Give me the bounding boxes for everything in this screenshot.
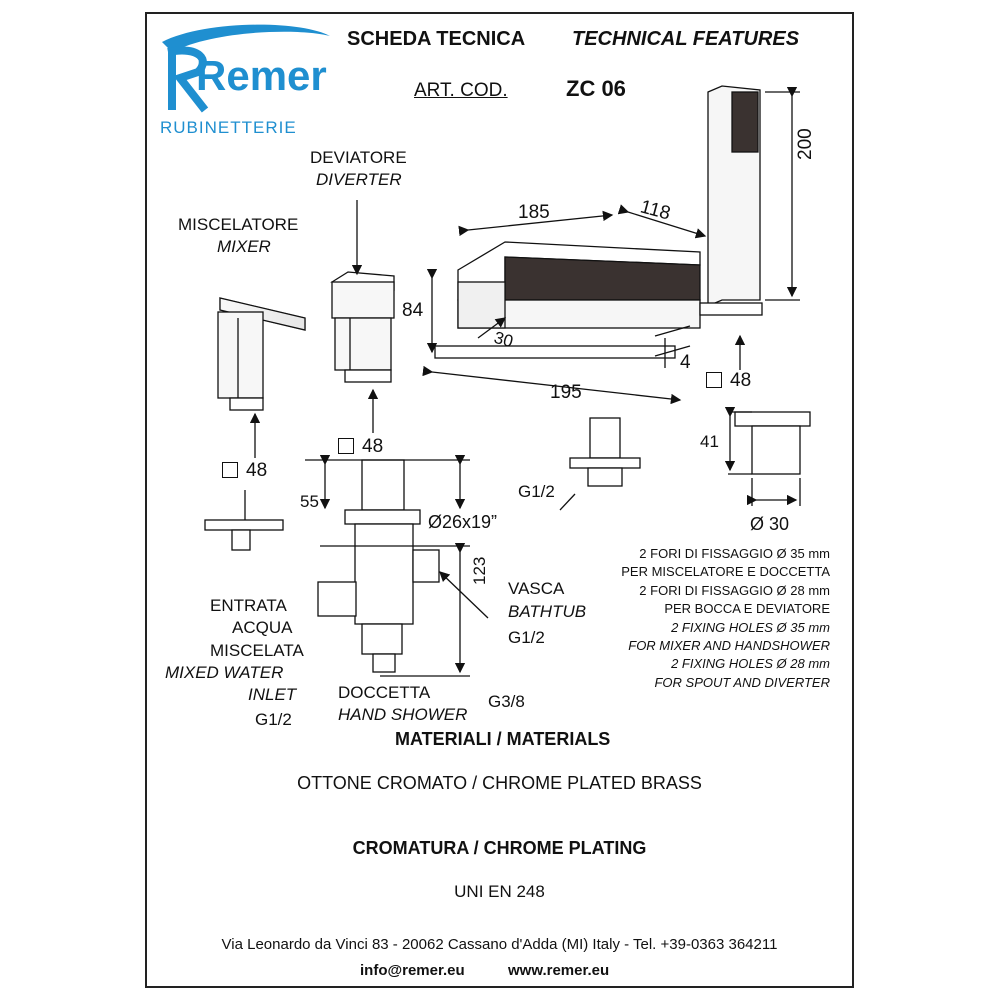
pipe-connection-drawing <box>734 411 811 475</box>
bathtub-en: BATHTUB <box>508 602 587 621</box>
plating-title: CROMATURA / CHROME PLATING <box>352 838 647 858</box>
brand-name: Remer <box>196 52 327 99</box>
diverter-label-it: DEVIATORE <box>310 148 407 167</box>
dim-spout-plate: 4 <box>680 352 691 373</box>
inlet-line-1: ENTRATA <box>210 596 287 615</box>
dim-diverter-thread: Ø26x19” <box>428 512 498 532</box>
mixer-label-en: MIXER <box>217 237 271 256</box>
plating-value: UNI EN 248 <box>454 882 545 901</box>
art-label: ART. COD. <box>414 80 508 101</box>
note-line: FOR SPOUT AND DIVERTER <box>654 674 830 690</box>
art-code: ZC 06 <box>566 76 626 101</box>
dim-sq-mixer: 48 <box>222 460 267 482</box>
dim-sq-diverter: 48 <box>338 436 383 458</box>
note-line: 2 FIXING HOLES Ø 35 mm <box>671 619 830 635</box>
dim-spout-width: 185 <box>518 202 550 223</box>
square-section-icon <box>222 462 238 478</box>
dim-pipe-diam: Ø 30 <box>750 514 790 534</box>
spout-connection-drawing <box>569 417 641 487</box>
inlet-thread: G1/2 <box>255 710 292 729</box>
footer-web[interactable]: www.remer.eu <box>508 962 610 979</box>
hand-shower-drawing <box>699 85 763 316</box>
dim-sq-spout: 48 <box>706 370 751 392</box>
inlet-en-2: INLET <box>248 685 297 704</box>
materials-value: OTTONE CROMATO / CHROME PLATED BRASS <box>297 773 702 793</box>
footer-address: Via Leonardo da Vinci 83 - 20062 Cassano… <box>221 936 778 953</box>
dim-spout-base: 195 <box>550 382 582 403</box>
mixer-drawing <box>217 297 306 411</box>
square-section-icon <box>338 438 354 454</box>
header-technical: TECHNICAL FEATURES <box>572 28 800 50</box>
dim-shower-height: 200 <box>795 128 816 160</box>
square-section-icon <box>706 372 722 388</box>
diverter-label-en: DIVERTER <box>316 170 402 189</box>
note-line: PER BOCCA E DEVIATORE <box>664 601 830 617</box>
shower-thread: G3/8 <box>488 692 525 711</box>
brand-subtitle: RUBINETTERIE <box>160 118 297 137</box>
remer-logo <box>162 24 330 113</box>
dim-spout-height: 84 <box>402 300 424 321</box>
bathtub-it: VASCA <box>508 579 565 598</box>
materials-title: MATERIALI / MATERIALS <box>395 729 611 749</box>
bathtub-thread: G1/2 <box>508 628 545 647</box>
shower-en: HAND SHOWER <box>338 705 468 724</box>
shower-it: DOCCETTA <box>338 683 431 702</box>
diverter-drawing <box>330 271 395 383</box>
note-line: 2 FORI DI FISSAGGIO Ø 35 mm <box>639 546 830 561</box>
spout-drawing <box>434 241 701 359</box>
diverter-body-drawing <box>317 459 440 673</box>
mixer-label-it: MISCELATORE <box>178 215 299 234</box>
dim-body-height: 123 <box>470 556 489 585</box>
note-line: 2 FORI DI FISSAGGIO Ø 28 mm <box>639 582 830 598</box>
mixer-connection-drawing <box>204 490 284 551</box>
footer-email[interactable]: info@remer.eu <box>360 962 465 979</box>
dim-pipe-height: 41 <box>700 432 719 451</box>
note-line: PER MISCELATORE E DOCCETTA <box>621 564 830 580</box>
note-line: FOR MIXER AND HANDSHOWER <box>628 638 830 654</box>
dim-spout-thread: G1/2 <box>518 482 555 501</box>
header-scheda: SCHEDA TECNICA <box>347 28 526 50</box>
inlet-line-3: MISCELATA <box>210 641 304 660</box>
dim-diverter-height: 55 <box>300 492 319 511</box>
inlet-en-1: MIXED WATER <box>165 663 284 682</box>
fixing-notes: 2 FORI DI FISSAGGIO Ø 35 mm PER MISCELAT… <box>590 545 830 692</box>
inlet-line-2: ACQUA <box>232 618 293 637</box>
note-line: 2 FIXING HOLES Ø 28 mm <box>671 656 830 672</box>
